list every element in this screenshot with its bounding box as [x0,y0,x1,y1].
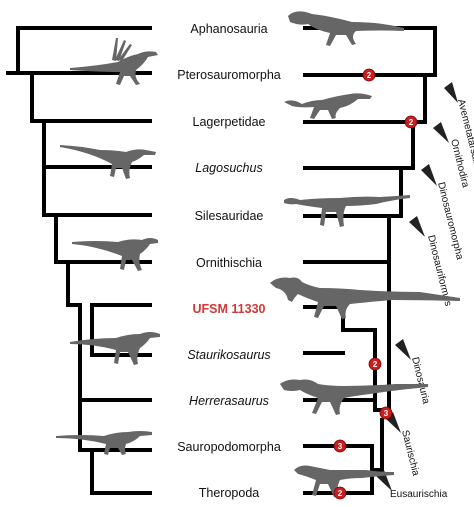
taxon-label-lagosuchus: Lagosuchus [195,161,262,175]
clade-label-dinosauria: Dinosauria [409,356,431,405]
badge-number: 2 [409,118,414,127]
badge-number: 2 [338,489,343,498]
taxon-label-ufsm-11330: UFSM 11330 [193,302,266,316]
clade-triangle [444,82,458,103]
lagerpetidae-silhouette [284,93,372,119]
clade-triangle [409,216,425,237]
sauropodomorpha-silhouette [56,431,152,455]
staurikosaurus-silhouette [70,332,160,365]
left-tree [6,26,152,495]
herrerasaurus-silhouette [280,379,428,415]
badge-number: 2 [373,360,378,369]
badge: 3 [379,406,393,420]
taxon-label-pterosauromorpha: Pterosauromorpha [177,68,281,82]
aphanosauria-silhouette [288,11,404,46]
taxon-label-sauropodomorpha: Sauropodomorpha [177,440,281,454]
taxon-label-aphanosauria: Aphanosauria [190,22,267,36]
badge-number: 3 [384,409,389,418]
ornithischia-silhouette [72,238,158,271]
badge: 2 [362,68,376,82]
taxon-label-silesauridae: Silesauridae [195,209,264,223]
branch [370,418,384,472]
badge: 2 [368,357,382,371]
badge: 2 [333,486,347,500]
taxon-label-staurikosaurus: Staurikosaurus [187,348,270,362]
theropoda-silhouette [294,465,394,497]
taxon-label-theropoda: Theropoda [199,486,260,500]
badge-number: 2 [367,71,372,80]
clade-triangle [421,164,437,186]
clade-triangle [433,122,449,143]
silesauridae-silhouette [284,195,410,227]
badge: 3 [333,439,347,453]
badge-number: 3 [338,442,343,451]
clade-triangle [395,339,411,360]
clade-markers [376,82,458,491]
clade-label-eusaurischia: Eusaurischia [390,489,448,500]
taxon-label-herrerasaurus: Herrerasaurus [189,394,269,408]
clade-label-saurischia: Saurischia [399,429,421,477]
lagosuchus-silhouette [60,145,156,179]
ufsm-11330-silhouette [270,277,460,319]
badge: 2 [404,115,418,129]
pterosauromorpha-silhouette [70,38,158,85]
taxon-label-lagerpetidae: Lagerpetidae [193,115,266,129]
taxon-label-ornithischia: Ornithischia [196,256,262,270]
